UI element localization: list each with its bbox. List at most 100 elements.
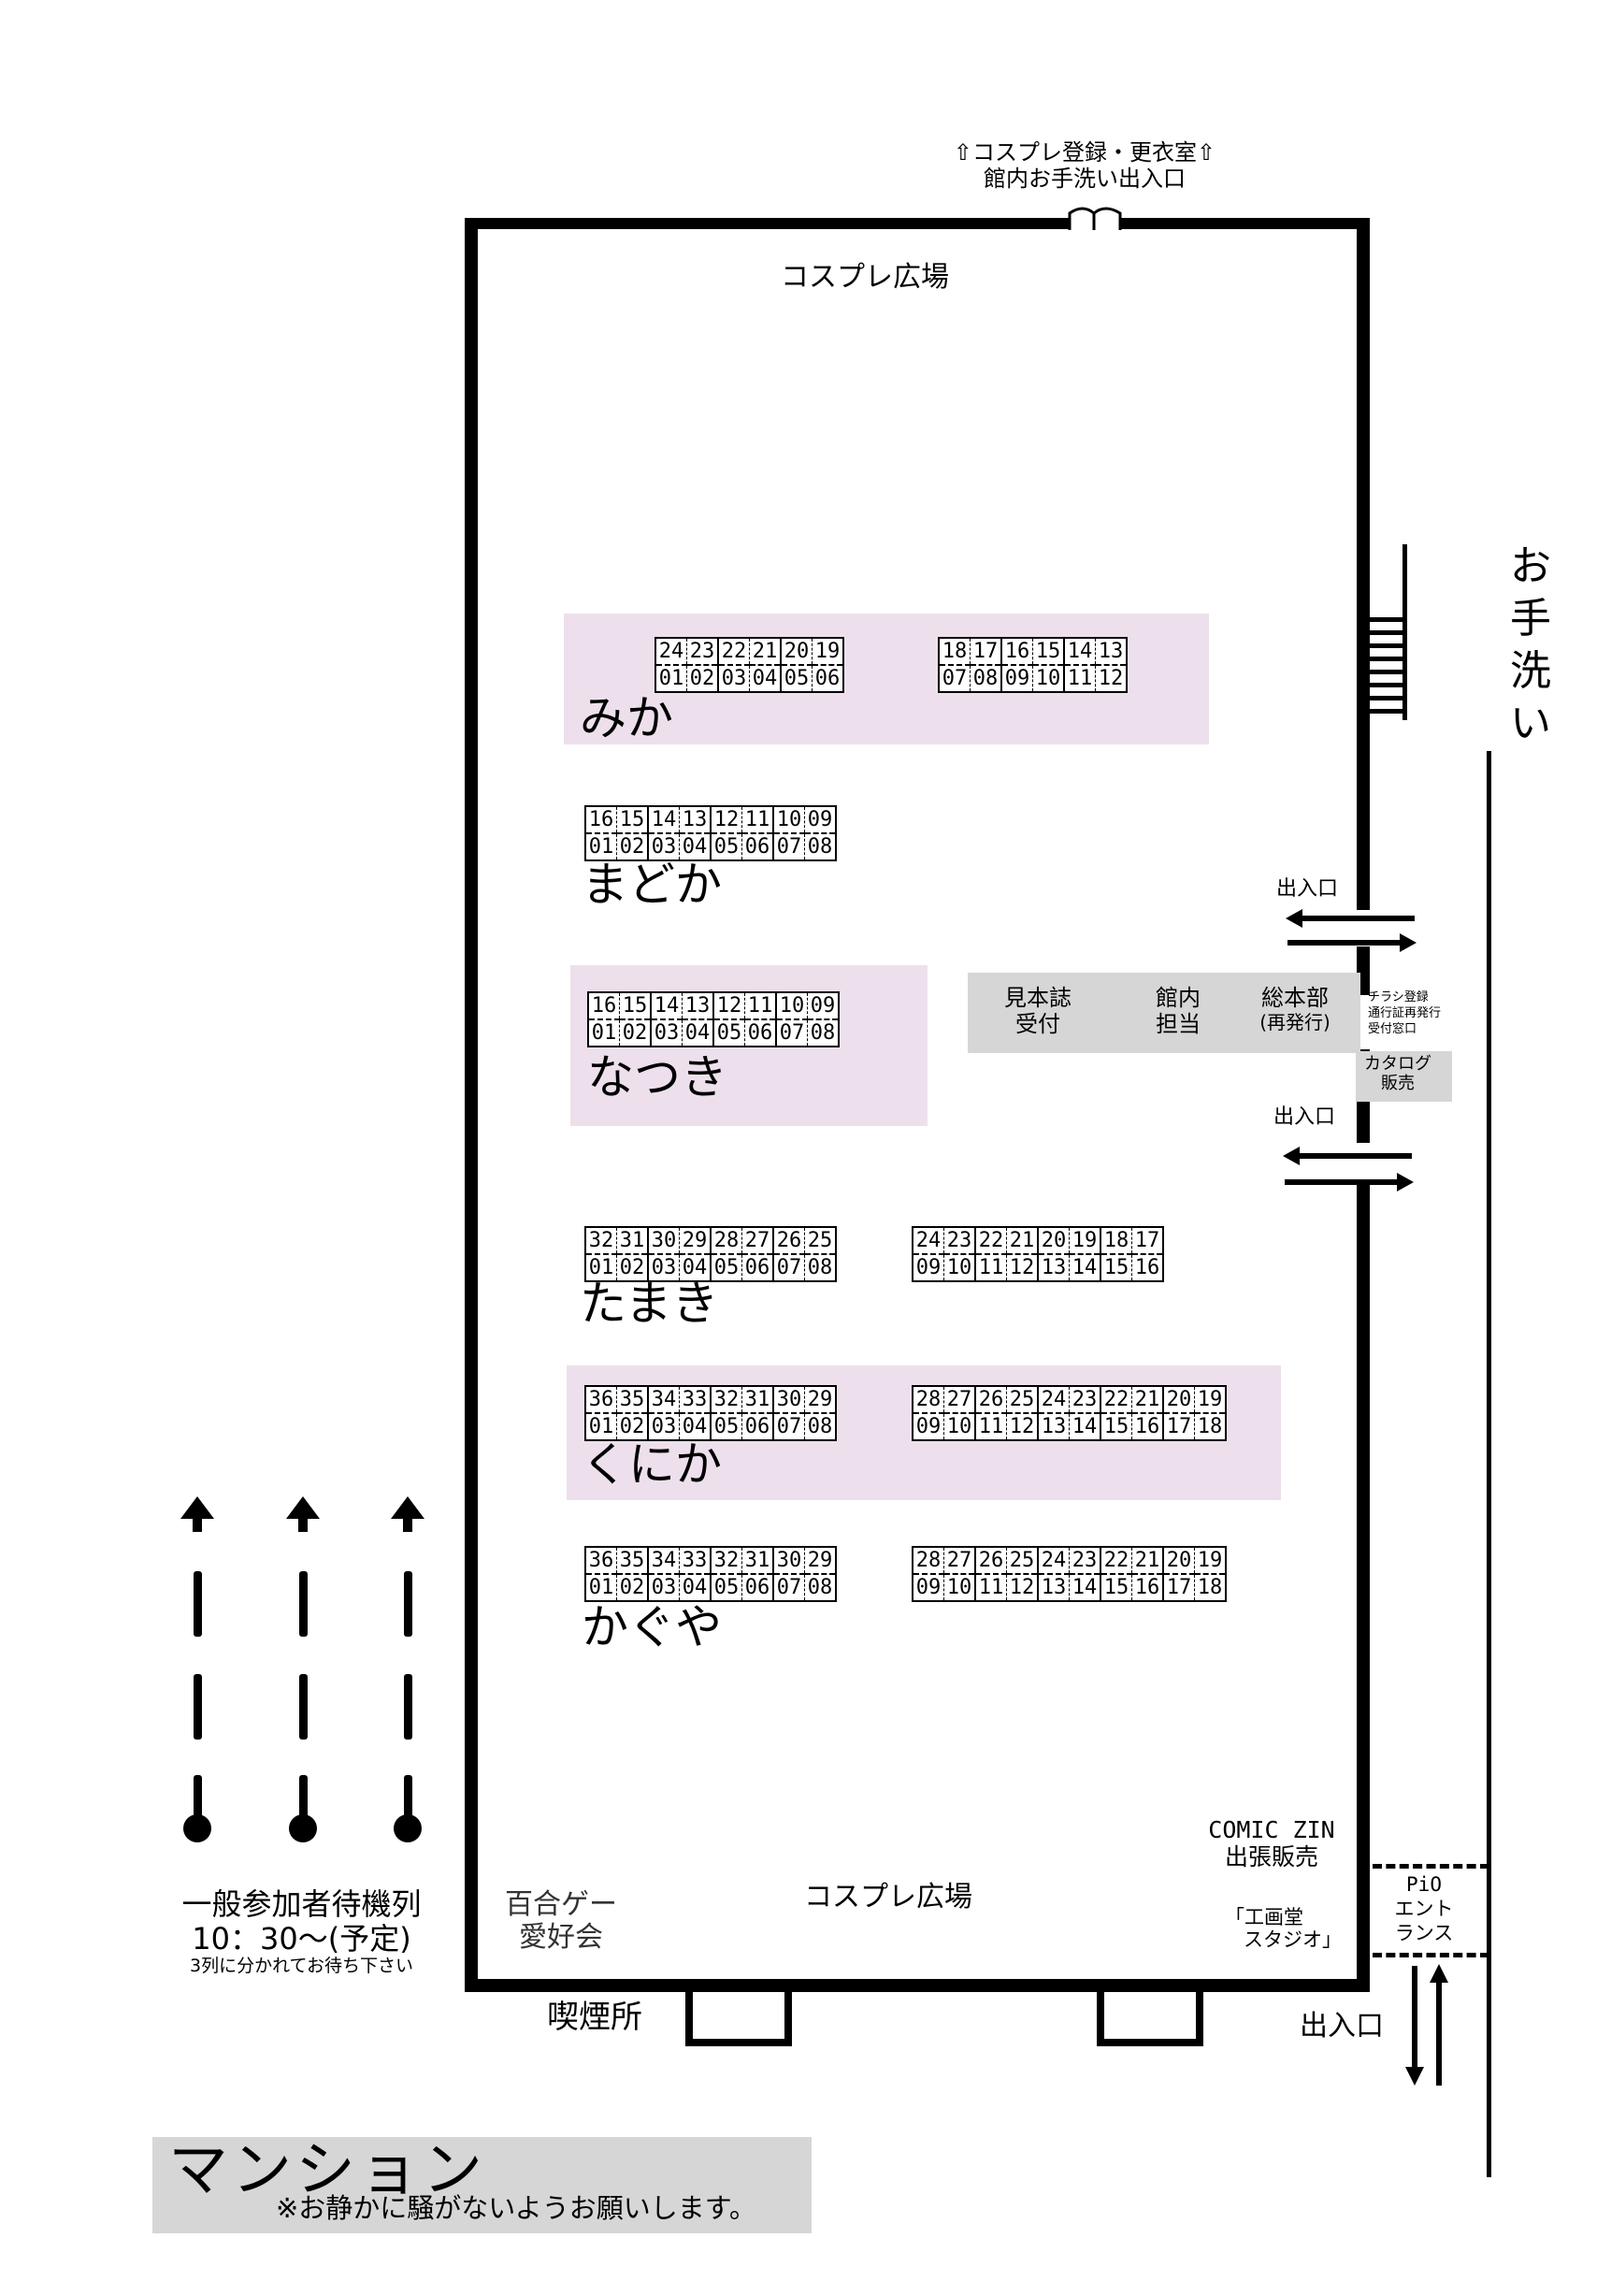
booth-cell[interactable]: 15	[1100, 1573, 1132, 1602]
booth-cell[interactable]: 26	[974, 1385, 1007, 1414]
booth-cell[interactable]: 04	[679, 1573, 712, 1602]
booth-cell[interactable]: 19	[1194, 1546, 1227, 1575]
booth-cell[interactable]: 29	[679, 1226, 712, 1255]
booth-cell[interactable]: 06	[744, 1018, 777, 1047]
booth-cell[interactable]: 19	[1069, 1226, 1101, 1255]
booth-cell[interactable]: 05	[712, 1018, 745, 1047]
booth-cell[interactable]: 10	[943, 1573, 976, 1602]
booth-cell[interactable]: 02	[686, 664, 719, 693]
booth-cell[interactable]: 12	[1006, 1253, 1039, 1282]
booth-cell[interactable]: 18	[938, 637, 971, 666]
booth-cell[interactable]: 08	[804, 1573, 837, 1602]
booth-cell[interactable]: 02	[616, 1412, 649, 1441]
booth-cell[interactable]: 30	[772, 1385, 805, 1414]
booth-cell[interactable]: 10	[943, 1253, 976, 1282]
booth-cell[interactable]: 01	[584, 1253, 617, 1282]
booth-cell[interactable]: 27	[943, 1546, 976, 1575]
booth-cell[interactable]: 25	[1006, 1546, 1039, 1575]
booth-cell[interactable]: 34	[647, 1546, 680, 1575]
booth-cell[interactable]: 29	[804, 1546, 837, 1575]
booth-cell[interactable]: 14	[1063, 637, 1096, 666]
booth-cell[interactable]: 13	[1037, 1412, 1070, 1441]
booth-cell[interactable]: 05	[710, 1253, 742, 1282]
booth-cell[interactable]: 20	[1037, 1226, 1070, 1255]
booth-cell[interactable]: 15	[1100, 1253, 1132, 1282]
booth-cell[interactable]: 12	[710, 805, 742, 834]
booth-cell[interactable]: 03	[647, 1253, 680, 1282]
booth-cell[interactable]: 27	[741, 1226, 774, 1255]
booth-cell[interactable]: 15	[619, 991, 652, 1020]
booth-cell[interactable]: 07	[772, 1573, 805, 1602]
booth-cell[interactable]: 16	[1131, 1573, 1164, 1602]
booth-cell[interactable]: 12	[1006, 1573, 1039, 1602]
booth-cell[interactable]: 14	[1069, 1412, 1101, 1441]
booth-cell[interactable]: 17	[1131, 1226, 1164, 1255]
booth-cell[interactable]: 20	[1162, 1546, 1195, 1575]
booth-cell[interactable]: 09	[807, 991, 840, 1020]
booth-cell[interactable]: 24	[912, 1226, 944, 1255]
booth-cell[interactable]: 35	[616, 1546, 649, 1575]
booth-cell[interactable]: 13	[679, 805, 712, 834]
booth-cell[interactable]: 04	[679, 1253, 712, 1282]
booth-cell[interactable]: 23	[686, 637, 719, 666]
booth-cell[interactable]: 06	[812, 664, 844, 693]
booth-cell[interactable]: 30	[647, 1226, 680, 1255]
booth-cell[interactable]: 20	[780, 637, 813, 666]
booth-cell[interactable]: 14	[647, 805, 680, 834]
booth-cell[interactable]: 07	[775, 1018, 808, 1047]
booth-cell[interactable]: 10	[772, 805, 805, 834]
booth-cell[interactable]: 28	[710, 1226, 742, 1255]
booth-cell[interactable]: 21	[1131, 1385, 1164, 1414]
booth-cell[interactable]: 32	[710, 1385, 742, 1414]
booth-cell[interactable]: 12	[1095, 664, 1128, 693]
booth-cell[interactable]: 15	[1032, 637, 1065, 666]
booth-cell[interactable]: 13	[1037, 1573, 1070, 1602]
booth-cell[interactable]: 22	[1100, 1546, 1132, 1575]
booth-cell[interactable]: 24	[1037, 1385, 1070, 1414]
booth-cell[interactable]: 14	[650, 991, 683, 1020]
booth-cell[interactable]: 23	[1069, 1546, 1101, 1575]
booth-cell[interactable]: 06	[741, 832, 774, 861]
booth-cell[interactable]: 05	[780, 664, 813, 693]
booth-cell[interactable]: 31	[741, 1546, 774, 1575]
booth-cell[interactable]: 11	[974, 1253, 1007, 1282]
booth-cell[interactable]: 36	[584, 1385, 617, 1414]
booth-cell[interactable]: 04	[682, 1018, 714, 1047]
booth-cell[interactable]: 29	[804, 1385, 837, 1414]
booth-cell[interactable]: 08	[804, 1253, 837, 1282]
booth-cell[interactable]: 09	[912, 1412, 944, 1441]
booth-cell[interactable]: 07	[772, 1253, 805, 1282]
booth-cell[interactable]: 01	[654, 664, 687, 693]
booth-cell[interactable]: 09	[912, 1573, 944, 1602]
booth-cell[interactable]: 07	[772, 832, 805, 861]
booth-cell[interactable]: 16	[1000, 637, 1033, 666]
booth-cell[interactable]: 09	[912, 1253, 944, 1282]
booth-cell[interactable]: 20	[1162, 1385, 1195, 1414]
booth-cell[interactable]: 32	[584, 1226, 617, 1255]
booth-cell[interactable]: 36	[584, 1546, 617, 1575]
booth-cell[interactable]: 12	[712, 991, 745, 1020]
booth-cell[interactable]: 05	[710, 1573, 742, 1602]
booth-cell[interactable]: 03	[647, 1573, 680, 1602]
booth-cell[interactable]: 21	[1006, 1226, 1039, 1255]
booth-cell[interactable]: 22	[717, 637, 750, 666]
booth-cell[interactable]: 11	[744, 991, 777, 1020]
booth-cell[interactable]: 26	[772, 1226, 805, 1255]
booth-cell[interactable]: 08	[804, 832, 837, 861]
booth-cell[interactable]: 17	[970, 637, 1002, 666]
booth-cell[interactable]: 01	[584, 832, 617, 861]
booth-cell[interactable]: 10	[1032, 664, 1065, 693]
booth-cell[interactable]: 28	[912, 1385, 944, 1414]
booth-cell[interactable]: 25	[804, 1226, 837, 1255]
booth-cell[interactable]: 04	[679, 832, 712, 861]
booth-cell[interactable]: 10	[775, 991, 808, 1020]
booth-cell[interactable]: 16	[587, 991, 620, 1020]
booth-cell[interactable]: 28	[912, 1546, 944, 1575]
booth-cell[interactable]: 15	[616, 805, 649, 834]
booth-cell[interactable]: 09	[1000, 664, 1033, 693]
booth-cell[interactable]: 10	[943, 1412, 976, 1441]
booth-cell[interactable]: 08	[807, 1018, 840, 1047]
booth-cell[interactable]: 05	[710, 1412, 742, 1441]
booth-cell[interactable]: 05	[710, 832, 742, 861]
booth-cell[interactable]: 21	[749, 637, 782, 666]
